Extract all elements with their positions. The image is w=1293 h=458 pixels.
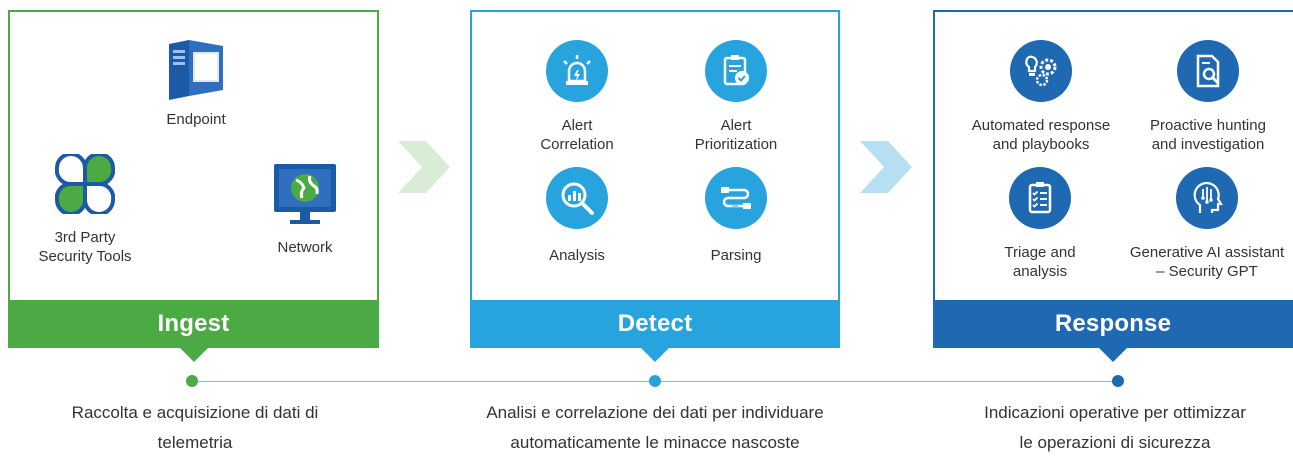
detect-caption: Analisi e correlazione dei dati per indi… — [486, 403, 824, 452]
ingest-title: Ingest — [157, 310, 230, 337]
timeline-dot-response — [1112, 375, 1124, 387]
generative-ai-item: Generative AI assistant – Security GPT — [1119, 167, 1293, 281]
document-search-icon — [1177, 40, 1239, 102]
chevron-right-icon — [860, 141, 912, 193]
chevron-right-icon — [398, 141, 450, 193]
parsing-item: Parsing — [668, 167, 804, 265]
parsing-label: Parsing — [710, 247, 762, 264]
proactive-hunting-label: Proactive hunting and investigation — [1150, 117, 1266, 153]
siren-icon — [546, 40, 608, 102]
third-party-tools-item: 3rd Party Security Tools — [20, 154, 150, 266]
ingest-title-bar: Ingest — [8, 300, 379, 362]
alert-correlation-item: Alert Correlation — [512, 40, 642, 154]
timeline-dot-ingest — [186, 375, 198, 387]
ingest-panel: Endpoint 3rd Party Security Tools Networ… — [8, 10, 379, 362]
network-label: Network — [277, 239, 333, 256]
third-party-tools-label: 3rd Party Security Tools — [38, 229, 132, 265]
clover-tools-icon — [55, 154, 115, 214]
gears-bulb-icon — [1010, 40, 1072, 102]
detect-panel: Alert Correlation Alert Prioritization — [470, 10, 840, 362]
triage-label: Triage and analysis — [1004, 244, 1076, 280]
endpoint-label: Endpoint — [166, 111, 226, 128]
alert-correlation-label: Alert Correlation — [540, 117, 614, 153]
detect-title: Detect — [617, 310, 693, 337]
computer-tower-icon — [169, 40, 223, 100]
detect-title-bar: Detect — [470, 300, 840, 362]
analysis-label: Analysis — [549, 247, 605, 264]
clipboard-check-icon — [705, 40, 767, 102]
alert-prioritization-item: Alert Prioritization — [668, 40, 804, 154]
clipboard-list-icon — [1009, 167, 1071, 229]
generative-ai-label: Generative AI assistant – Security GPT — [1129, 244, 1285, 280]
response-caption: Indicazioni operative per ottimizzar le … — [984, 403, 1246, 452]
response-title: Response — [1054, 310, 1172, 337]
ingest-caption: Raccolta e acquisizione di dati di telem… — [71, 403, 319, 452]
response-title-bar: Response — [933, 300, 1293, 362]
globe-monitor-icon — [274, 164, 336, 224]
proactive-hunting-item: Proactive hunting and investigation — [1133, 40, 1283, 154]
magnifier-chart-icon — [546, 167, 608, 229]
timeline-dot-detect — [649, 375, 661, 387]
alert-prioritization-label: Alert Prioritization — [694, 117, 778, 153]
triage-item: Triage and analysis — [975, 167, 1105, 281]
flow-icon — [705, 167, 767, 229]
automated-response-label: Automated response and playbooks — [971, 117, 1111, 153]
response-panel: Automated response and playbooks Proacti… — [933, 10, 1293, 362]
analysis-item: Analysis — [512, 167, 642, 265]
ai-head-icon — [1176, 167, 1238, 229]
automated-response-item: Automated response and playbooks — [945, 40, 1137, 154]
network-item: Network — [250, 162, 360, 257]
endpoint-item: Endpoint — [136, 40, 256, 129]
